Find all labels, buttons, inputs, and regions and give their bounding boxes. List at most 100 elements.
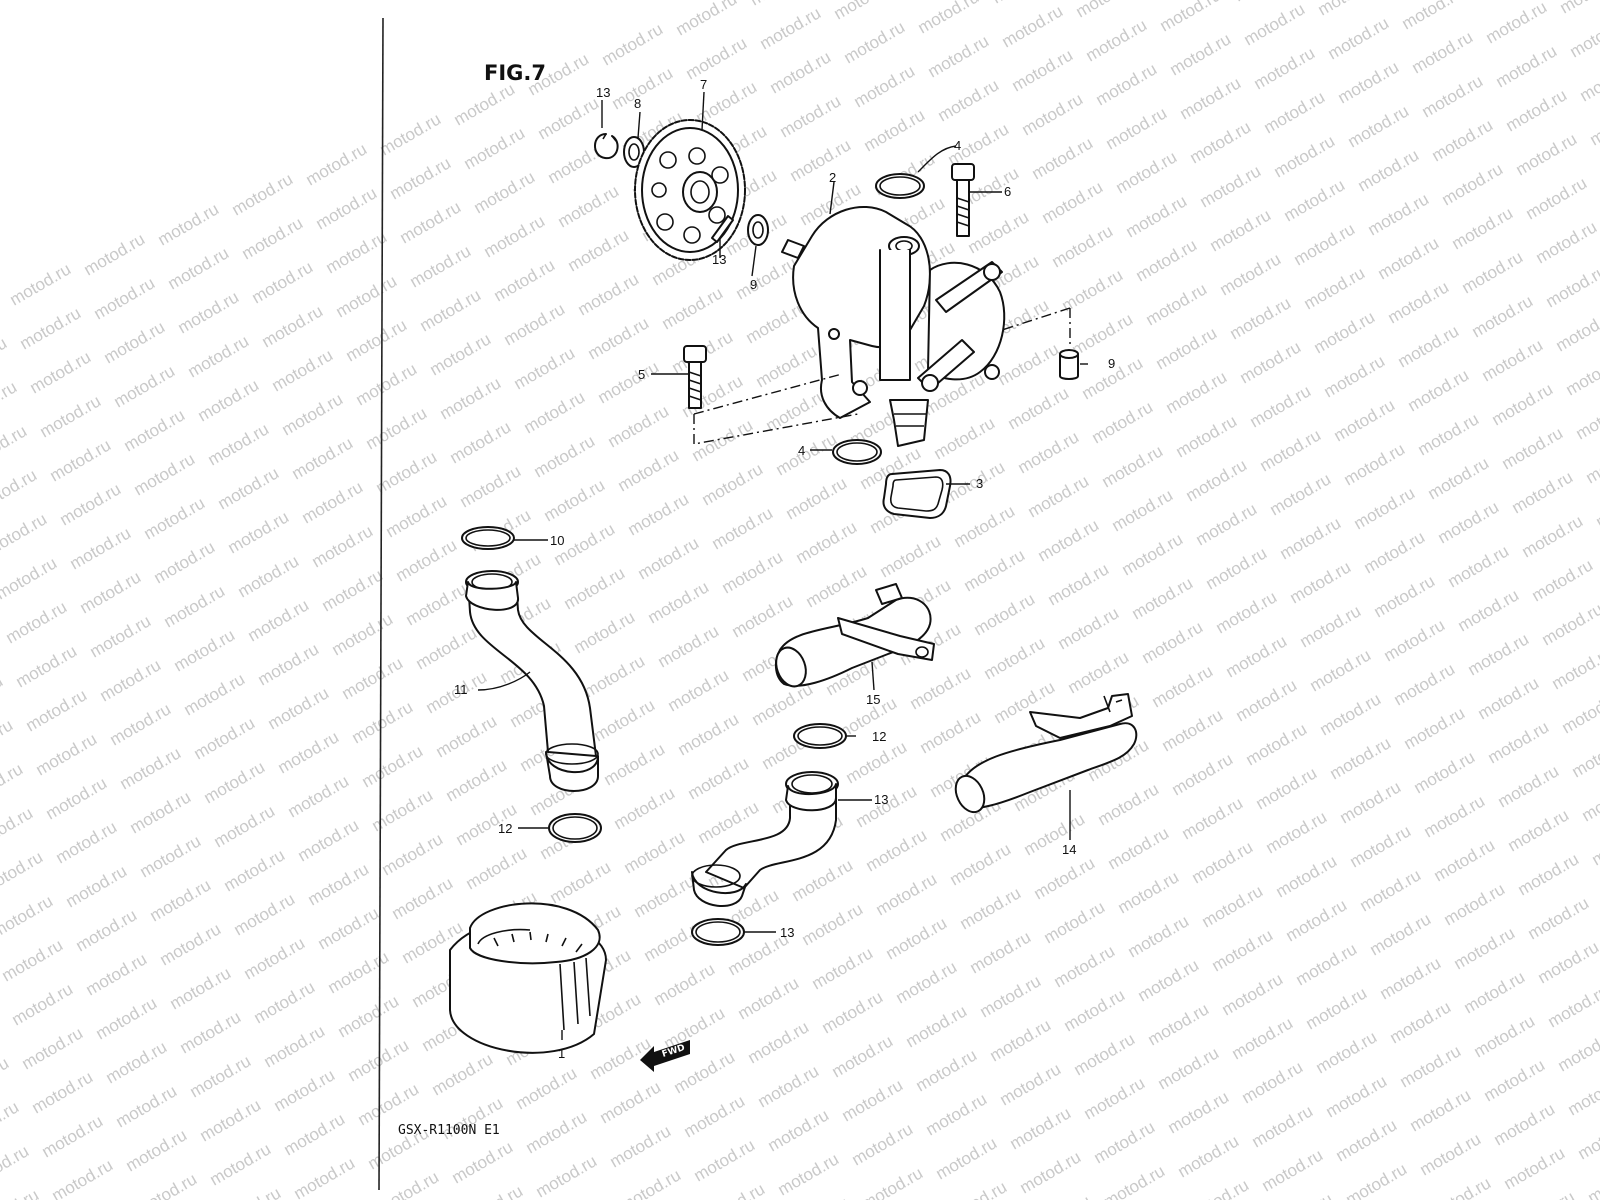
watermark-text: motod.ru xyxy=(695,797,763,847)
watermark-text: motod.ru xyxy=(1051,941,1119,991)
watermark-text: motod.ru xyxy=(121,405,189,455)
watermark-text: motod.ru xyxy=(49,1155,117,1200)
watermark-text: motod.ru xyxy=(1315,0,1383,19)
watermark-text: motod.ru xyxy=(0,1185,42,1200)
watermark-text: motod.ru xyxy=(261,1021,329,1071)
watermark-text: motod.ru xyxy=(1545,981,1600,1031)
watermark-text: motod.ru xyxy=(793,517,861,567)
watermark-text: motod.ru xyxy=(1185,1175,1253,1200)
o-ring-4-upper xyxy=(875,173,925,199)
watermark-text: motod.ru xyxy=(1535,937,1600,987)
watermark-text: motod.ru xyxy=(355,1079,423,1129)
watermark-text: motod.ru xyxy=(1095,779,1163,829)
watermark-text: motod.ru xyxy=(683,33,751,83)
watermark-text: motod.ru xyxy=(443,755,511,805)
dowel-7 xyxy=(1059,349,1079,380)
watermark-text: motod.ru xyxy=(1177,73,1245,123)
watermark-text: motod.ru xyxy=(1427,1173,1495,1200)
watermark-text: motod.ru xyxy=(291,1153,359,1200)
watermark-text: motod.ru xyxy=(1397,1041,1465,1091)
callout-12-left: 11 xyxy=(454,682,468,697)
watermark-text: motod.ru xyxy=(1019,89,1087,139)
watermark-text: motod.ru xyxy=(839,1075,907,1125)
watermark-text: motod.ru xyxy=(565,225,633,275)
watermark-text: motod.ru xyxy=(787,135,855,185)
watermark-text: motod.ru xyxy=(745,1017,813,1067)
watermark-text: motod.ru xyxy=(601,739,669,789)
watermark-text: motod.ru xyxy=(397,197,465,247)
watermark-text: motod.ru xyxy=(97,655,165,705)
watermark-text: motod.ru xyxy=(625,489,693,539)
watermark-text: motod.ru xyxy=(789,855,857,905)
watermark-text: motod.ru xyxy=(345,1035,413,1085)
watermark-text: motod.ru xyxy=(605,401,673,451)
watermark-text: motod.ru xyxy=(1125,911,1193,961)
watermark-text: motod.ru xyxy=(83,949,151,999)
oil-hose-12-left xyxy=(465,570,599,792)
watermark-text: motod.ru xyxy=(673,0,741,39)
watermark-text: motod.ru xyxy=(0,715,16,765)
watermark-text: motod.ru xyxy=(103,1037,171,1087)
watermark-text: motod.ru xyxy=(1375,233,1443,283)
watermark-text: motod.ru xyxy=(851,61,919,111)
callout-1: 1 xyxy=(558,1046,565,1061)
watermark-text: motod.ru xyxy=(1355,145,1423,195)
watermark-text: motod.ru xyxy=(1217,249,1285,299)
watermark-text: motod.ru xyxy=(1543,261,1600,311)
watermark-text: motod.ru xyxy=(541,475,609,525)
watermark-text: motod.ru xyxy=(329,609,397,659)
watermark-text: motod.ru xyxy=(1253,763,1321,813)
callout-13-center-top: 12 xyxy=(872,729,886,744)
watermark-text: motod.ru xyxy=(829,1031,897,1081)
watermark-text: motod.ru xyxy=(259,301,327,351)
watermark-text: motod.ru xyxy=(1069,309,1137,359)
watermark-text: motod.ru xyxy=(757,3,825,53)
watermark-text: motod.ru xyxy=(971,589,1039,639)
watermark-text: motod.ru xyxy=(1361,527,1429,577)
watermark-text: motod.ru xyxy=(747,0,815,9)
watermark-text: motod.ru xyxy=(923,1089,991,1139)
watermark-text: motod.ru xyxy=(701,1179,769,1200)
watermark-text: motod.ru xyxy=(719,547,787,597)
watermark-text: motod.ru xyxy=(863,825,931,875)
watermark-text: motod.ru xyxy=(681,1091,749,1141)
watermark-text: motod.ru xyxy=(661,1003,729,1053)
watermark-text: motod.ru xyxy=(1307,645,1375,695)
oil-hose-15 xyxy=(774,583,935,688)
callout-9-lower: 9 xyxy=(750,277,757,292)
watermark-text: motod.ru xyxy=(67,523,135,573)
watermark-text: motod.ru xyxy=(433,711,501,761)
watermark-text: motod.ru xyxy=(1159,705,1227,755)
watermark-text: motod.ru xyxy=(609,63,677,113)
watermark-text: motod.ru xyxy=(1267,469,1335,519)
watermark-text: motod.ru xyxy=(1031,853,1099,903)
watermark-text: motod.ru xyxy=(1101,1161,1169,1200)
watermark-text: motod.ru xyxy=(387,153,455,203)
watermark-text: motod.ru xyxy=(161,581,229,631)
watermark-text: motod.ru xyxy=(313,183,381,233)
watermark-text: motod.ru xyxy=(1533,217,1600,267)
watermark-text: motod.ru xyxy=(1565,1069,1600,1119)
watermark-text: motod.ru xyxy=(1585,1157,1600,1200)
watermark-text: motod.ru xyxy=(635,533,703,583)
o-ring-13-center-bottom xyxy=(691,918,745,946)
watermark-text: motod.ru xyxy=(1317,689,1385,739)
watermark-text: motod.ru xyxy=(849,1119,917,1169)
watermark-text: motod.ru xyxy=(0,803,36,853)
watermark-text: motod.ru xyxy=(269,345,337,395)
watermark-text: motod.ru xyxy=(1139,617,1207,667)
watermark-text: motod.ru xyxy=(379,829,447,879)
watermark-text: motod.ru xyxy=(1469,291,1537,341)
watermark-text: motod.ru xyxy=(1259,1145,1327,1195)
watermark-text: motod.ru xyxy=(1083,15,1151,65)
watermark-text: motod.ru xyxy=(113,1081,181,1131)
watermark-text: motod.ru xyxy=(995,339,1063,389)
watermark-text: motod.ru xyxy=(449,1137,517,1187)
watermark-text: motod.ru xyxy=(1569,731,1600,781)
watermark-text: motod.ru xyxy=(1411,747,1479,797)
watermark-text: motod.ru xyxy=(333,271,401,321)
watermark-text: motod.ru xyxy=(349,697,417,747)
watermark-text: motod.ru xyxy=(265,683,333,733)
watermark-text: motod.ru xyxy=(575,269,643,319)
